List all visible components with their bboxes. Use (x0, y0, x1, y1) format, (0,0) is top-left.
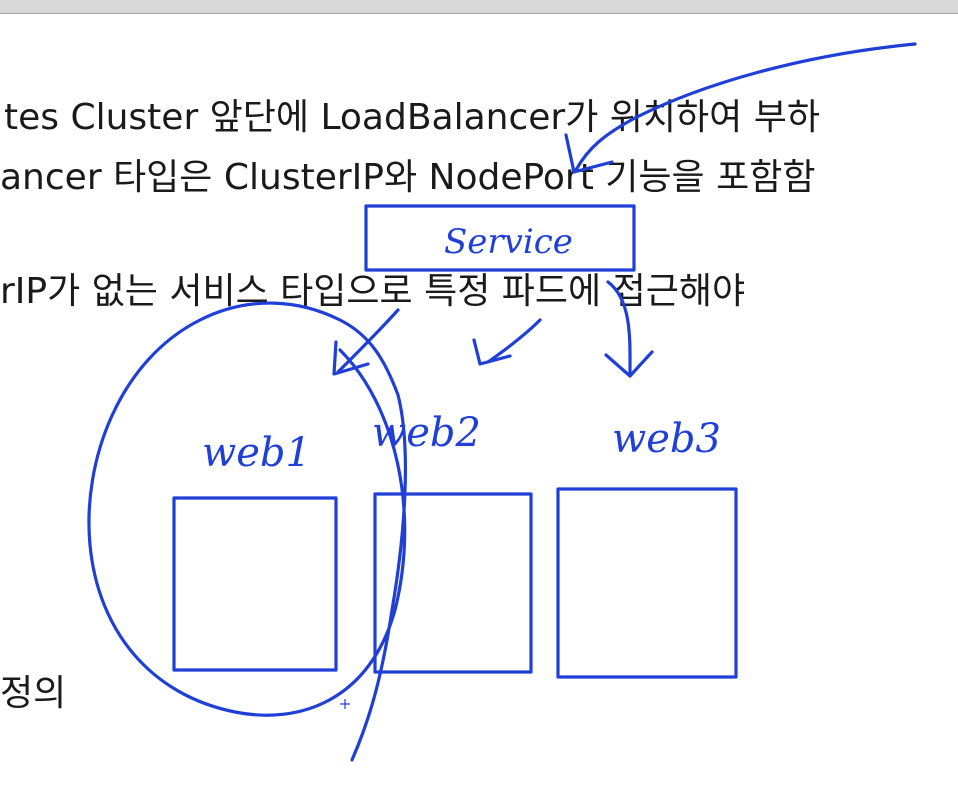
document-line-1: tes Cluster 앞단에 LoadBalancer가 위치하여 부하 (4, 97, 820, 138)
pod-box-web1 (172, 496, 338, 672)
pod-label-web3: web3 (612, 416, 721, 462)
arrow-service-to-web2-head (472, 338, 512, 366)
pod-box-web2 (373, 492, 533, 674)
arrow-service-to-web2 (486, 318, 542, 364)
document-line-4: I (0, 563, 3, 607)
cursor-crosshair-icon (340, 699, 350, 709)
arrow-service-to-web1 (336, 308, 400, 374)
web1-circle (87, 301, 407, 762)
pod-label-web2: web2 (372, 410, 481, 456)
document-line-5: 정의 (0, 673, 67, 714)
service-box (364, 204, 636, 272)
window-top-edge (0, 0, 958, 14)
arrow-service-to-web3 (606, 280, 632, 376)
pod-box-web3 (556, 487, 738, 679)
arrow-to-loadbalancer (574, 42, 917, 172)
arrow-to-loadbalancer-head (564, 133, 614, 174)
service-label: Service (444, 222, 573, 262)
pod-label-web1: web1 (202, 430, 311, 476)
document-line-2: ancer 타입은 ClusterIP와 NodePort 기능을 포함함 (0, 157, 816, 198)
document-line-3: rIP가 없는 서비스 타입으로 특정 파드에 접근해야 (0, 271, 746, 312)
arrow-service-to-web3-head (604, 350, 654, 378)
